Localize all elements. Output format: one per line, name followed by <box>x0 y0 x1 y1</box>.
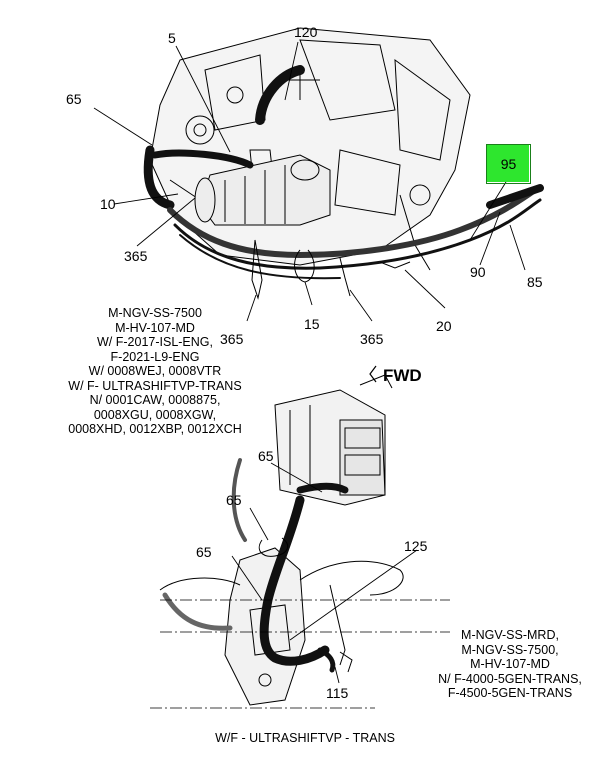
callout-125[interactable]: 125 <box>404 538 428 554</box>
note-line: F-4500-5GEN-TRANS <box>447 686 573 700</box>
note-line: M-HV-107-MD <box>470 657 550 671</box>
note-line: M-NGV-SS-7500 <box>108 306 202 320</box>
callout-15[interactable]: 15 <box>304 316 320 332</box>
note-line: N/ F-4000-5GEN-TRANS, <box>438 671 582 686</box>
callout-85[interactable]: 85 <box>527 274 543 290</box>
callout-95-highlighted[interactable]: 95 <box>486 144 531 184</box>
note-line: M-HV-107-MD <box>115 320 195 335</box>
callout-10[interactable]: 10 <box>100 196 116 212</box>
callout-65-top[interactable]: 65 <box>66 91 82 107</box>
callout-65-mid-b[interactable]: 65 <box>226 492 242 508</box>
callout-365-bottom-left[interactable]: 365 <box>220 331 244 347</box>
applicability-note-bottom: M-NGV-SS-MRD, M-NGV-SS-7500, M-HV-107-MD… <box>430 628 590 701</box>
callout-5[interactable]: 5 <box>168 30 176 46</box>
reference-lines <box>150 599 450 709</box>
note-line: M-NGV-SS-7500, <box>461 642 559 657</box>
callout-95-label: 95 <box>500 156 517 172</box>
forward-direction-label: FWD <box>383 366 422 385</box>
callout-90[interactable]: 90 <box>470 264 486 280</box>
diagram-caption: W/F - ULTRASHIFTVP - TRANS <box>215 731 395 745</box>
callout-365-bottom-right[interactable]: 365 <box>360 331 384 347</box>
fwd-arrow-icon <box>369 365 377 383</box>
callout-365-left[interactable]: 365 <box>124 248 148 264</box>
wire-harness-lower <box>162 458 349 673</box>
note-line: N/ 0001CAW, 0008875, <box>89 393 221 407</box>
note-line: 0008XHD, 0012XBP, 0012XCH <box>68 422 242 436</box>
harness-clips-lower <box>258 537 353 673</box>
note-line: W/ 0008WEJ, 0008VTR <box>88 364 222 378</box>
note-line: W/ F-2017-ISL-ENG, <box>97 335 213 349</box>
starter-motor <box>194 154 331 226</box>
note-line: M-NGV-SS-MRD, <box>461 628 559 642</box>
note-line: W/ F- ULTRASHIFTVP-TRANS <box>68 378 242 393</box>
callout-65-mid-c[interactable]: 65 <box>196 544 212 560</box>
note-line: 0008XGU, 0008XGW, <box>93 407 217 422</box>
applicability-note-top: M-NGV-SS-7500 M-HV-107-MD W/ F-2017-ISL-… <box>60 306 250 437</box>
callout-20[interactable]: 20 <box>436 318 452 334</box>
highlight-fill <box>486 144 529 182</box>
callout-65-mid-a[interactable]: 65 <box>258 448 274 464</box>
note-line: F-2021-L9-ENG <box>110 349 200 364</box>
leader-lines <box>93 41 526 684</box>
callout-115[interactable]: 115 <box>326 685 349 701</box>
callout-120[interactable]: 120 <box>294 24 318 40</box>
wire-harness-upper <box>143 65 544 280</box>
